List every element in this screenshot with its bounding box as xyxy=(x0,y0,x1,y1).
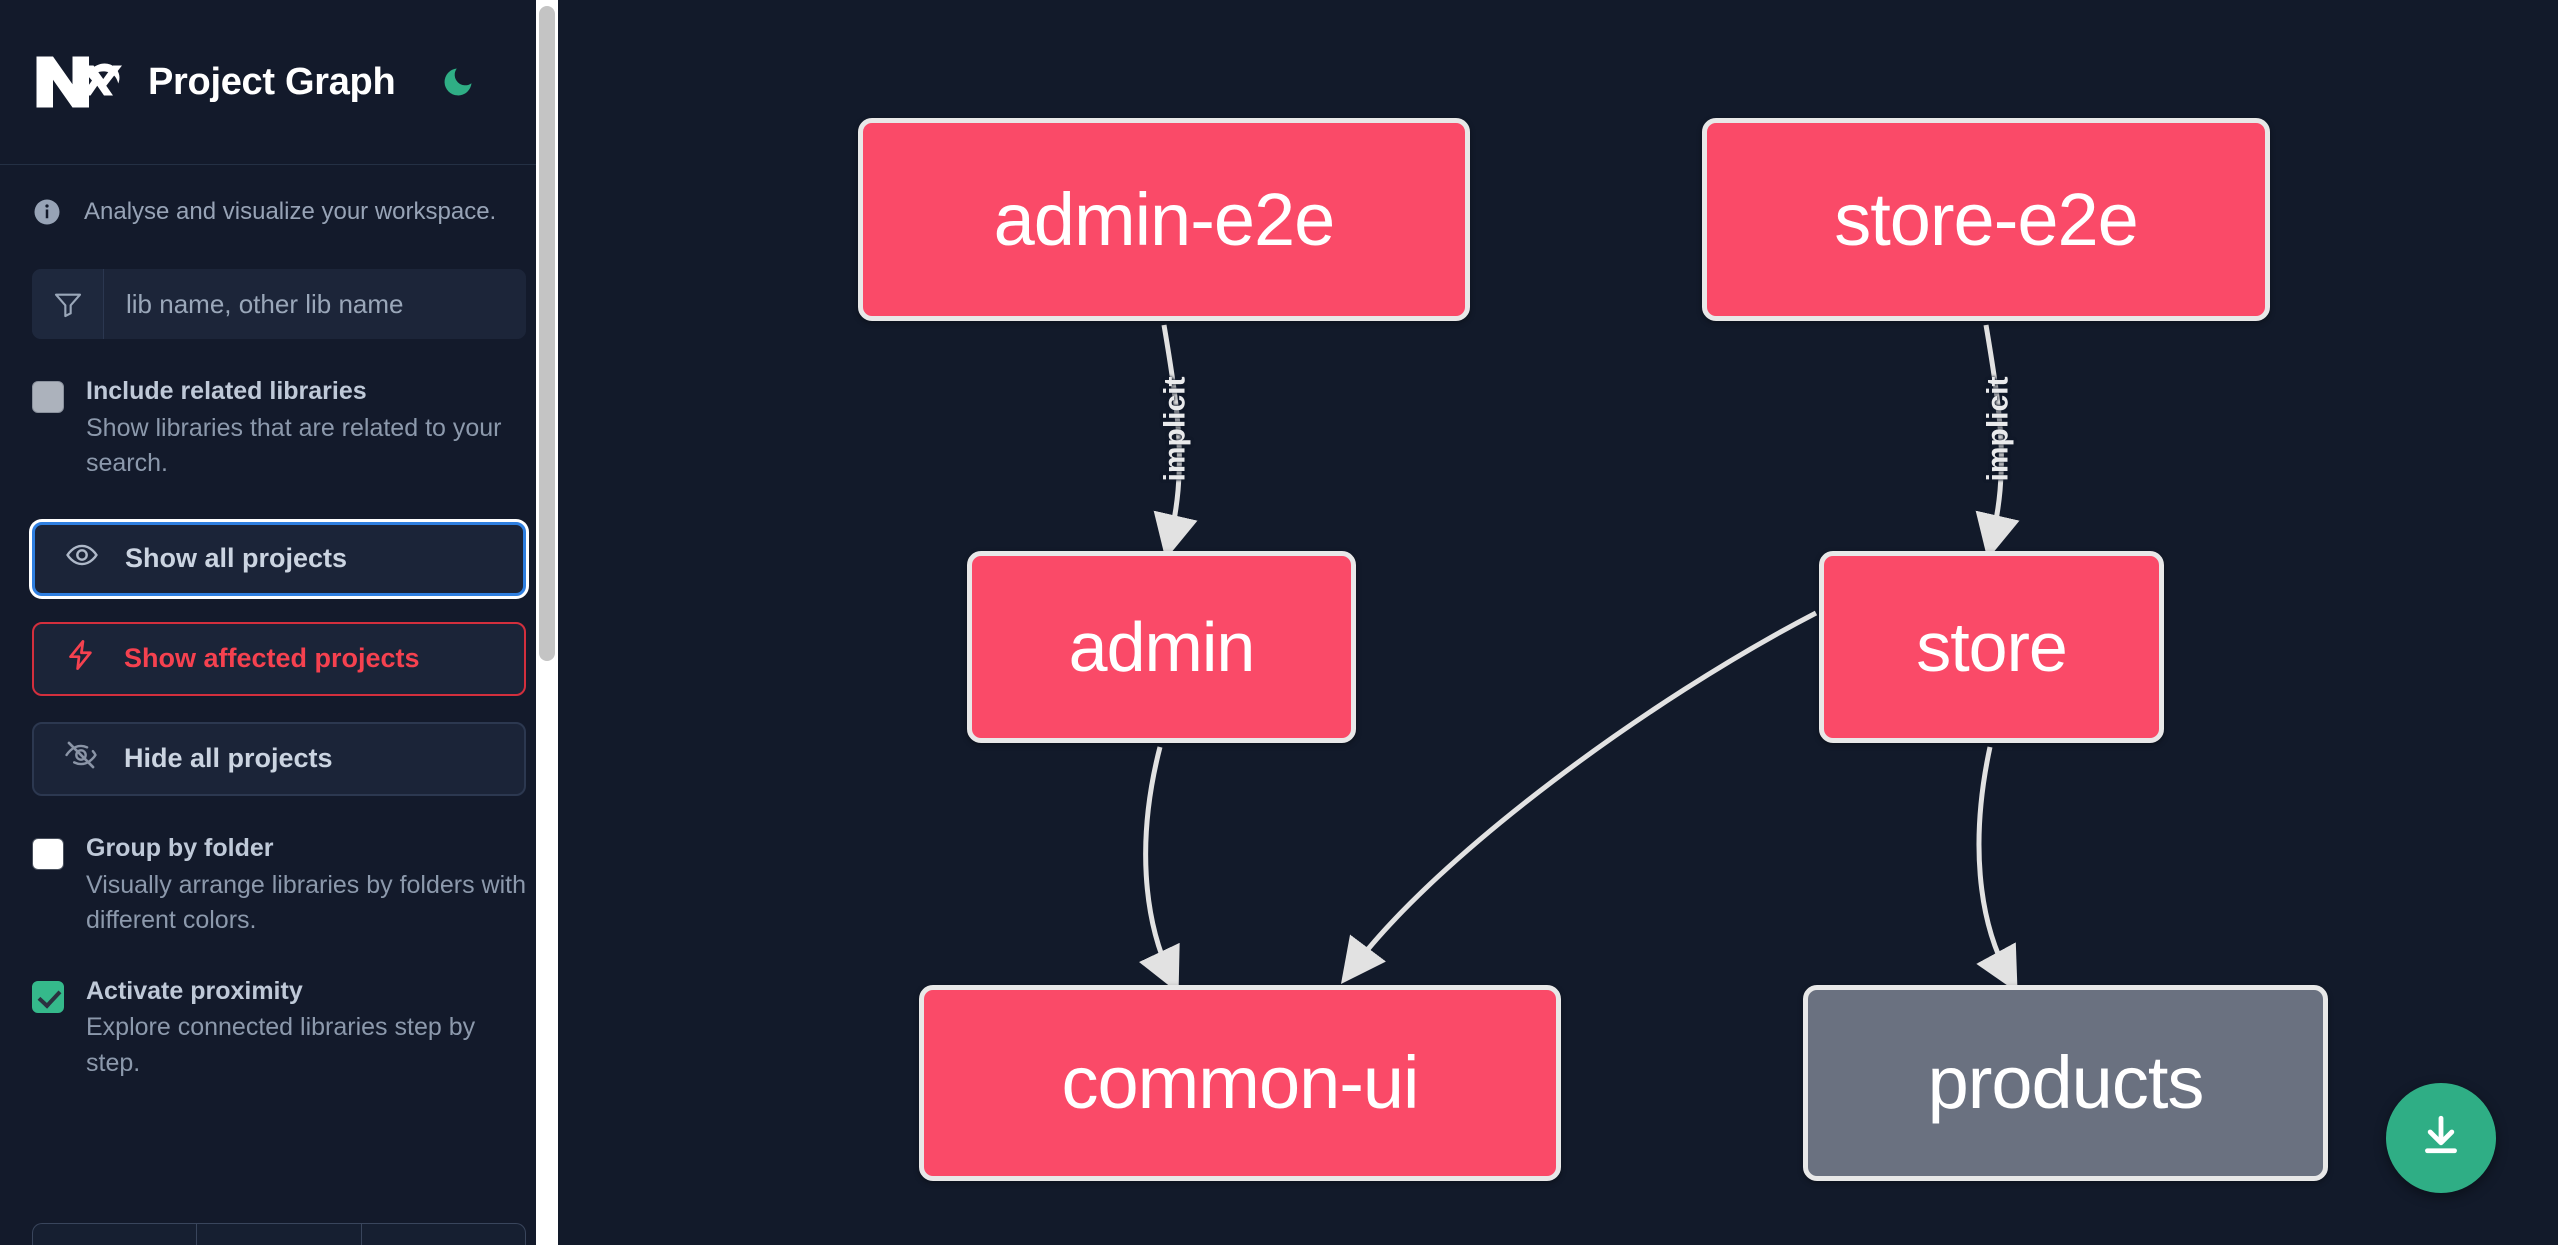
graph-node-label: store-e2e xyxy=(1834,177,2139,261)
eye-icon xyxy=(65,538,99,579)
show-affected-projects-label: Show affected projects xyxy=(124,643,420,674)
graph-node-common-ui[interactable]: common-ui xyxy=(919,985,1561,1181)
edge-admin-common-ui xyxy=(1138,746,1180,994)
moon-icon[interactable] xyxy=(435,59,481,105)
nx-logo-icon xyxy=(32,51,122,113)
hide-all-projects-label: Hide all projects xyxy=(124,743,333,774)
graph-canvas[interactable]: admin-e2e store-e2e admin store common-u… xyxy=(558,0,2558,1245)
proximity-stepper-group[interactable] xyxy=(32,1223,526,1245)
stepper-segment[interactable] xyxy=(197,1224,362,1245)
graph-node-label: admin xyxy=(1068,608,1256,686)
filter-row xyxy=(0,227,558,339)
show-affected-projects-button[interactable]: Show affected projects xyxy=(32,621,526,696)
option-group-by-folder[interactable]: Group by folder Visually arrange librari… xyxy=(0,796,558,939)
stepper-segment[interactable] xyxy=(33,1224,198,1245)
group-by-folder-checkbox[interactable] xyxy=(32,837,64,870)
include-related-libraries-checkbox[interactable] xyxy=(32,381,64,413)
graph-node-store-e2e[interactable]: store-e2e xyxy=(1702,118,2270,321)
page-title: Project Graph xyxy=(148,60,396,103)
filter-funnel-icon[interactable] xyxy=(32,269,104,339)
hide-all-projects-button[interactable]: Hide all projects xyxy=(32,721,526,796)
sidebar-scrollbar-track[interactable] xyxy=(536,0,558,1245)
lightning-icon xyxy=(64,638,98,679)
sidebar: Project Graph Analyse and visualize your… xyxy=(0,0,558,1245)
activate-proximity-label: Activate proximity xyxy=(86,976,303,1005)
graph-node-products[interactable]: products xyxy=(1803,985,2328,1181)
edge-admin-e2e-admin xyxy=(1153,324,1198,560)
tagline-text: Analyse and visualize your workspace. xyxy=(84,198,497,225)
search-input[interactable] xyxy=(104,269,526,339)
stepper-segment[interactable] xyxy=(362,1224,525,1245)
download-graph-button[interactable] xyxy=(2386,1083,2496,1193)
action-buttons: Show all projects Show affected projects xyxy=(0,482,558,796)
edge-store-e2e-store xyxy=(1975,324,2020,560)
group-by-folder-description: Visually arrange libraries by folders wi… xyxy=(86,870,527,935)
sidebar-scrollbar-thumb[interactable] xyxy=(539,6,555,661)
activate-proximity-description: Explore connected libraries step by step… xyxy=(86,1013,476,1077)
download-icon xyxy=(2416,1112,2466,1165)
graph-node-label: products xyxy=(1927,1041,2205,1124)
tagline: Analyse and visualize your workspace. xyxy=(0,165,558,227)
edge-store-products xyxy=(1976,746,2018,993)
graph-node-label: admin-e2e xyxy=(993,177,1336,261)
graph-node-label: common-ui xyxy=(1061,1041,1420,1124)
show-all-projects-label: Show all projects xyxy=(125,543,348,574)
graph-node-admin-e2e[interactable]: admin-e2e xyxy=(858,118,1470,321)
show-all-projects-button[interactable]: Show all projects xyxy=(32,521,526,596)
graph-node-admin[interactable]: admin xyxy=(967,551,1356,743)
group-by-folder-label: Group by folder xyxy=(86,833,274,862)
include-related-libraries-description: Show libraries that are related to your … xyxy=(86,413,502,478)
search-box[interactable] xyxy=(32,269,526,339)
graph-node-store[interactable]: store xyxy=(1819,551,2164,743)
option-activate-proximity[interactable]: Activate proximity Explore connected lib… xyxy=(0,939,558,1082)
sidebar-header: Project Graph xyxy=(0,0,558,165)
option-include-related-libraries[interactable]: Include related libraries Show libraries… xyxy=(0,339,558,482)
include-related-libraries-label: Include related libraries xyxy=(86,377,367,405)
activate-proximity-checkbox[interactable] xyxy=(32,980,64,1013)
edge-store-common-ui xyxy=(1340,610,1818,984)
graph-edges xyxy=(1138,324,2020,994)
eye-off-icon xyxy=(64,738,98,779)
info-icon xyxy=(32,197,62,227)
graph-node-label: store xyxy=(1916,608,2068,686)
